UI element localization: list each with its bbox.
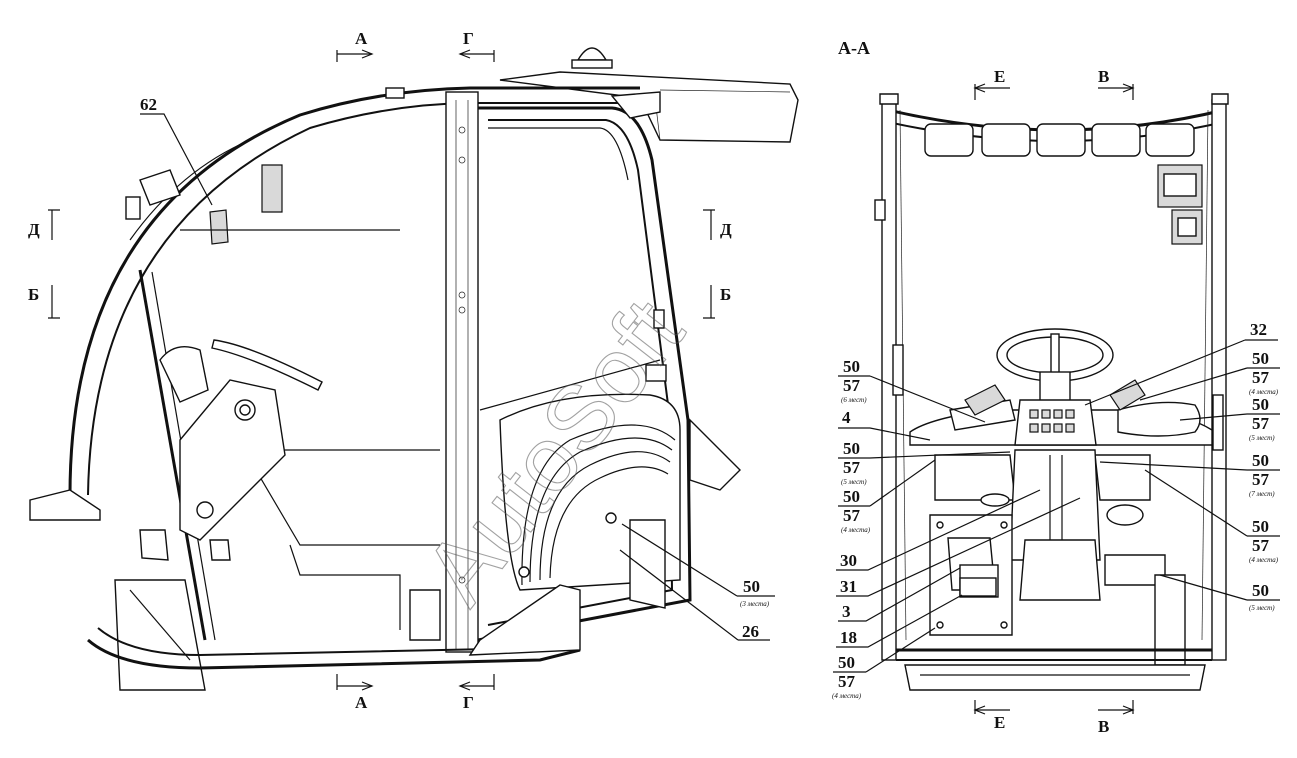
callout-50-57-l3: 50 57 (4 места): [838, 459, 936, 534]
callout-31: 31: [836, 497, 1081, 597]
marker-a-bottom-label: А: [355, 693, 368, 712]
marker-e-top-label: Е: [994, 67, 1005, 86]
callout-50-left: 50 (3 места): [621, 523, 775, 608]
callout-62: 62: [140, 95, 213, 206]
callout-50-57-r3: 50 57 (7 мест): [1099, 451, 1280, 498]
marker-b-left-label: Б: [28, 285, 39, 304]
callout-30: 30: [836, 489, 1041, 571]
callout-l1-bottom: 57: [843, 376, 861, 395]
callout-4-label: 4: [842, 408, 851, 427]
callout-50-57-r1: 50 57 (4 места): [1139, 349, 1280, 401]
section-marker-e-top: Е: [973, 67, 1010, 100]
section-title: А-А: [838, 38, 870, 58]
marker-g-top-label: Г: [463, 29, 474, 48]
callout-r4-bottom: 57: [1252, 536, 1270, 555]
callout-50-57-r4: 50 57 (4 места): [1144, 469, 1280, 564]
callout-l3-bottom: 57: [843, 506, 861, 525]
callout-62-label: 62: [140, 95, 157, 114]
callout-30-label: 30: [840, 551, 857, 570]
callout-l4-note: (4 места): [832, 692, 862, 700]
cab-side-view: [29, 47, 799, 691]
callout-r1-bottom: 57: [1252, 368, 1270, 387]
section-marker-b-left: Б: [28, 285, 60, 319]
callout-32-label: 32: [1250, 320, 1267, 339]
marker-v-top-label: В: [1098, 67, 1109, 86]
callout-26: 26: [619, 549, 770, 641]
door-frame: [477, 106, 692, 642]
callout-r1-top: 50: [1252, 349, 1269, 368]
beacon-light: [576, 47, 608, 61]
section-marker-d-right: Д: [703, 209, 732, 240]
section-marker-v-bottom: В: [1098, 700, 1135, 736]
rear-arch-inner: [87, 102, 630, 496]
callout-50-57-l2: 50 57 (5 мест): [838, 439, 1011, 486]
steering-column: [179, 379, 286, 541]
callout-l3-top: 50: [843, 487, 860, 506]
marker-e-bottom-label: Е: [994, 713, 1005, 732]
roof-vent-2: [981, 123, 1031, 157]
a-pillar: [138, 269, 207, 641]
callout-l4-bottom: 57: [838, 672, 856, 691]
callout-31-label: 31: [840, 577, 857, 596]
callout-l4-top: 50: [838, 653, 855, 672]
callout-50-57-l1: 50 57 (6 мест): [838, 357, 986, 423]
seat-back: [159, 346, 209, 403]
section-marker-e-bottom: Е: [973, 700, 1010, 732]
section-marker-v-top: В: [1098, 67, 1135, 100]
callout-r2-bottom: 57: [1252, 414, 1270, 433]
callout-50-r5: 50 (5 мест): [1159, 574, 1280, 612]
callout-r1-note: (4 места): [1249, 388, 1279, 396]
marker-b-right-label: Б: [720, 285, 731, 304]
callout-r4-note: (4 места): [1249, 556, 1279, 564]
callout-l2-top: 50: [843, 439, 860, 458]
center-pillar: [445, 91, 479, 653]
callout-50-57-r2: 50 57 (5 мест): [1179, 395, 1280, 442]
marker-v-bottom-label: В: [1098, 717, 1109, 736]
marker-a-top-label: А: [355, 29, 368, 48]
callout-4: 4: [838, 408, 931, 441]
marker-d-right-label: Д: [720, 220, 732, 239]
callout-3: 3: [838, 567, 961, 622]
section-marker-a-bottom: А: [336, 674, 374, 712]
callout-18: 18: [836, 594, 963, 648]
marker-d-left-label: Д: [28, 220, 40, 239]
roof-vent-3: [1036, 123, 1086, 157]
callout-r2-note: (5 мест): [1249, 434, 1275, 442]
marker-g-bottom-label: Г: [463, 693, 474, 712]
section-marker-a-top: А: [336, 29, 374, 62]
roof-vent-1: [924, 123, 974, 157]
callout-r5-note: (5 мест): [1249, 604, 1275, 612]
callout-50-57-l4: 50 57 (4 места): [832, 627, 936, 700]
right-pillar: [1211, 99, 1227, 661]
roof-vent-5: [1145, 123, 1195, 157]
callout-3-label: 3: [842, 602, 851, 621]
callout-l3-note: (4 места): [841, 526, 871, 534]
steering-wheel: [211, 339, 323, 391]
callout-l1-note: (6 мест): [841, 396, 867, 404]
callout-r3-top: 50: [1252, 451, 1269, 470]
section-marker-g-top: Г: [458, 29, 495, 62]
callout-r5-top: 50: [1252, 581, 1269, 600]
mirror: [261, 164, 283, 213]
callout-50-left-label: 50: [743, 577, 760, 596]
section-marker-g-bottom: Г: [458, 674, 495, 712]
callout-26-label: 26: [742, 622, 759, 641]
callout-l1-top: 50: [843, 357, 860, 376]
callout-r3-note: (7 мест): [1249, 490, 1275, 498]
callout-r3-bottom: 57: [1252, 470, 1270, 489]
roof-vent-4: [1091, 123, 1141, 157]
callout-r2-top: 50: [1252, 395, 1269, 414]
callout-r4-top: 50: [1252, 517, 1269, 536]
callout-l2-note: (5 мест): [841, 478, 867, 486]
callout-32: 32: [1084, 320, 1278, 406]
callout-18-label: 18: [840, 628, 857, 647]
floor-base: [904, 664, 1206, 691]
callout-l2-bottom: 57: [843, 458, 861, 477]
beacon-base: [571, 59, 613, 69]
section-marker-b-right: Б: [703, 285, 731, 319]
cab-front-section: [874, 93, 1229, 691]
callout-50-left-note: (3 места): [740, 600, 770, 608]
section-marker-d-left: Д: [28, 209, 60, 240]
